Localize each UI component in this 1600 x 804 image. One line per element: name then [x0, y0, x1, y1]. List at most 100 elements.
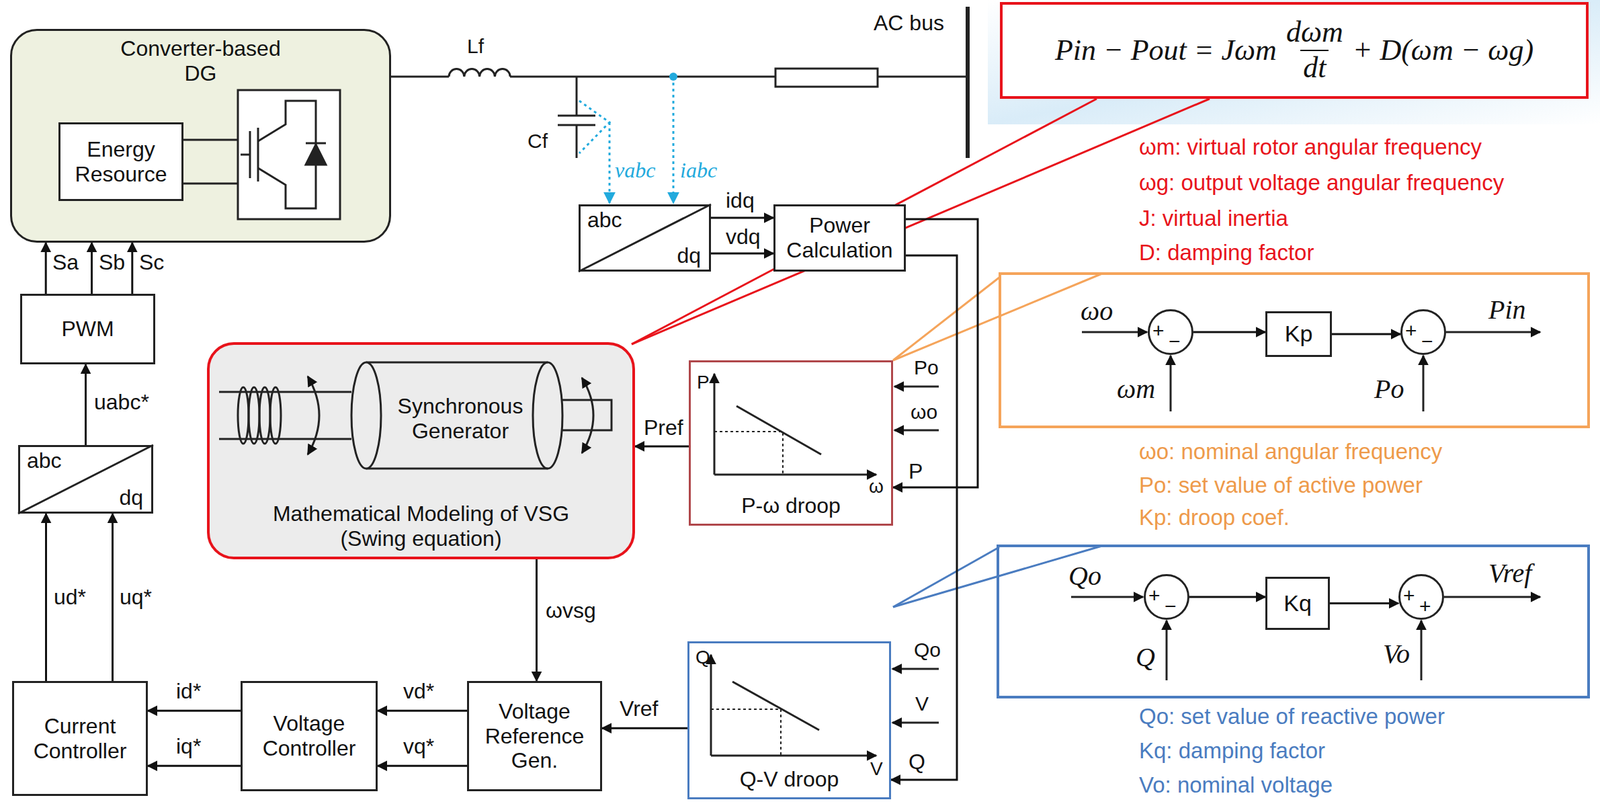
- label-text: Vo: [1382, 638, 1410, 670]
- power-calc-box: Power Calculation: [773, 204, 906, 272]
- label-text: iabc: [680, 157, 718, 183]
- label-text: Po: [913, 356, 939, 380]
- converter-box: Converter-based DG Energy Resource: [10, 28, 392, 243]
- signal-label: vdq: [725, 224, 761, 250]
- signal-arrow: [1331, 333, 1401, 336]
- p-droop-detail-frame: [999, 273, 1589, 427]
- gain-box: Kp: [1265, 311, 1332, 357]
- label-text: Vref: [1488, 557, 1532, 589]
- node-text: Kq: [1283, 590, 1312, 617]
- droop-box: Q-V droop: [687, 641, 892, 799]
- label-text: Lf: [467, 34, 484, 59]
- signal-label: idq: [725, 188, 755, 214]
- node-text: +: [1148, 585, 1161, 606]
- signal-arrow: [90, 242, 93, 294]
- droop-graphs: [710, 373, 877, 756]
- reference-box: Voltage Reference Gen.: [467, 680, 603, 791]
- signal-label: ωvsg: [545, 598, 597, 623]
- igbt-symbol: [237, 90, 341, 220]
- formula-fraction: dωmdt: [1283, 15, 1346, 85]
- signal-arrow: [891, 255, 957, 780]
- pwm-box: PWM: [20, 293, 156, 365]
- label-text: J: virtual inertia: [1139, 205, 1289, 232]
- label-text: AC bus: [873, 10, 945, 36]
- node-text: dωm: [1283, 15, 1346, 50]
- resource-box: Energy Resource: [58, 122, 184, 201]
- signal-arrow: [45, 513, 48, 681]
- signal-arrow: [1189, 596, 1266, 599]
- gain-box: Kq: [1265, 576, 1330, 630]
- node-text: −: [1164, 596, 1177, 617]
- node-text: Converter-based DG: [103, 36, 299, 87]
- label-text: Po: set value of active power: [1139, 472, 1423, 498]
- label-text: Qo: [913, 638, 941, 662]
- node-text: Pin − Pout = Jωm: [1055, 33, 1277, 68]
- node-text: Synchronous Generator: [383, 393, 538, 444]
- generator-cylinder: Synchronous Generator: [354, 364, 566, 472]
- node-text: Q-V droop: [739, 766, 840, 792]
- signal-arrow: [710, 217, 774, 220]
- signal-label: Q: [908, 749, 926, 775]
- node-text: −: [1421, 331, 1434, 352]
- signal-label: P: [908, 458, 923, 484]
- node-text: abc: [587, 207, 623, 233]
- label-text: vabc: [614, 157, 656, 183]
- node-text: +: [1403, 585, 1416, 606]
- signal-label: iq*: [176, 733, 201, 759]
- node-text: abc: [26, 448, 62, 474]
- node-text: Power Calculation: [780, 213, 899, 263]
- label-text: ωg: output voltage angular frequency: [1139, 170, 1504, 196]
- q-droop-detail-frame: [997, 545, 1589, 697]
- signal-arrow: [84, 364, 87, 445]
- node-text: Current Controller: [19, 713, 141, 764]
- signal-arrow: [377, 764, 468, 767]
- signal-arrow: [710, 252, 774, 255]
- node-text: +: [1405, 320, 1418, 341]
- generator-drawing: [219, 362, 612, 469]
- summing-junction: +−: [1147, 309, 1194, 355]
- signal-label: ud*: [53, 584, 87, 610]
- node-text: +: [1419, 596, 1432, 617]
- signal-inputs: [892, 331, 1541, 723]
- signal-arrow: [377, 709, 468, 712]
- summing-junction: +−: [1400, 309, 1447, 355]
- signal-arrow: [1329, 602, 1399, 605]
- converter-fill: [10, 28, 392, 243]
- signal-label: uq*: [119, 584, 152, 610]
- controller-box: Voltage Controller: [240, 680, 378, 791]
- label-text: ωo: [1080, 295, 1113, 327]
- signal-arrow: [147, 764, 241, 767]
- label-text: ωo: [910, 400, 938, 425]
- label-text: ωm: virtual rotor angular frequency: [1139, 134, 1482, 160]
- node-text: Mathematical Modeling of VSG (Swing equa…: [246, 501, 597, 552]
- transform-box: abcdq: [18, 444, 154, 514]
- tap-dot: [669, 72, 678, 81]
- node-text: dq: [676, 243, 701, 269]
- label-text: Vo: nominal voltage: [1139, 772, 1333, 798]
- label-text: Q: [1135, 641, 1156, 673]
- signal-arrow: [131, 242, 134, 294]
- signal-arrow: [535, 559, 538, 681]
- label-text: Pin: [1488, 294, 1527, 326]
- droop-box: P-ω droop: [688, 360, 894, 526]
- signal-label: vd*: [403, 678, 435, 704]
- signal-arrow: [1193, 331, 1266, 334]
- summing-junction: ++: [1398, 573, 1445, 620]
- label-text: Q: [695, 646, 711, 668]
- label-text: Qo: [1068, 560, 1102, 592]
- signal-label: Vref: [619, 696, 659, 722]
- summing-junction: +−: [1143, 573, 1190, 620]
- signal-arrow: [147, 709, 241, 712]
- label-text: V: [870, 758, 883, 780]
- signal-arrow: [602, 727, 688, 730]
- measurement-taps: [579, 76, 674, 203]
- signal-arrow: [111, 513, 114, 681]
- label-text: Cf: [527, 129, 548, 154]
- node-text: Kp: [1284, 320, 1314, 347]
- node-text: Voltage Controller: [247, 710, 371, 761]
- signal-label: Pref: [643, 415, 684, 441]
- label-text: ωo: nominal angular frequency: [1139, 438, 1443, 465]
- node-text: + D(ωm − ωg): [1352, 33, 1534, 68]
